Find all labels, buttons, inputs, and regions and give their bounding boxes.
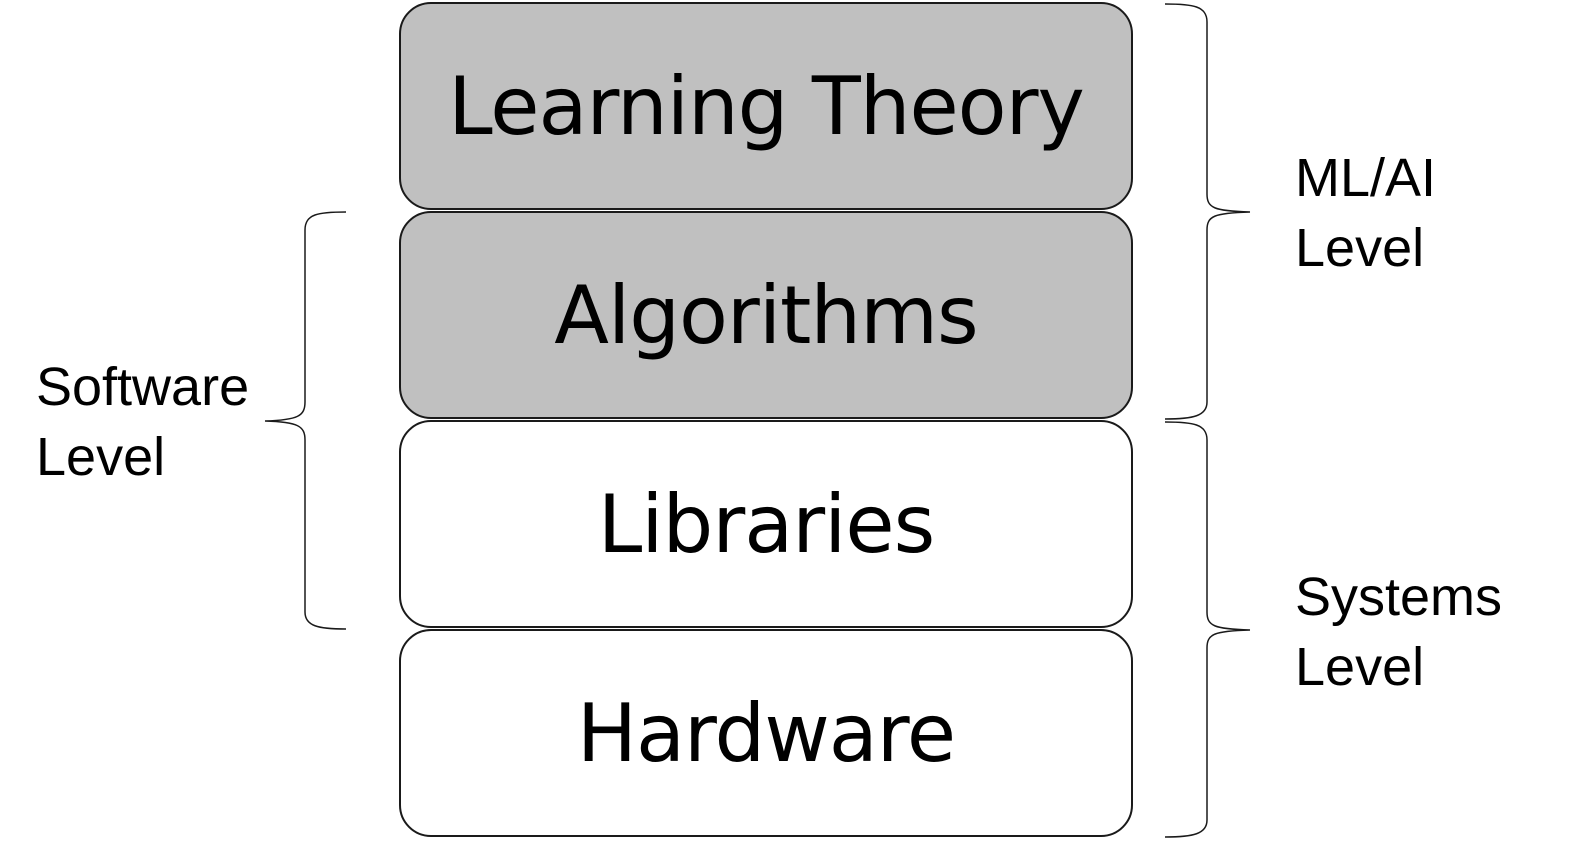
software-level-brace xyxy=(264,211,347,630)
ml-ai-level-label-line2: Level xyxy=(1295,218,1425,278)
layer-libraries: Libraries xyxy=(399,420,1133,628)
systems-level-label-line2: Level xyxy=(1295,637,1425,697)
ml-ai-level-label: ML/AI Level xyxy=(1295,143,1436,283)
ml-ai-level-label-line1: ML/AI xyxy=(1295,148,1437,208)
software-level-label-line2: Level xyxy=(36,427,166,487)
layer-hardware: Hardware xyxy=(399,629,1133,837)
software-level-label-line1: Software xyxy=(36,357,250,417)
layer-learning-theory: Learning Theory xyxy=(399,2,1133,210)
ml-ai-level-brace xyxy=(1164,3,1251,420)
systems-level-label-line1: Systems xyxy=(1295,567,1503,627)
layer-algorithms: Algorithms xyxy=(399,211,1133,419)
systems-level-brace xyxy=(1164,421,1251,838)
systems-level-label: Systems Level xyxy=(1295,562,1502,702)
software-level-label: Software Level xyxy=(36,352,249,492)
